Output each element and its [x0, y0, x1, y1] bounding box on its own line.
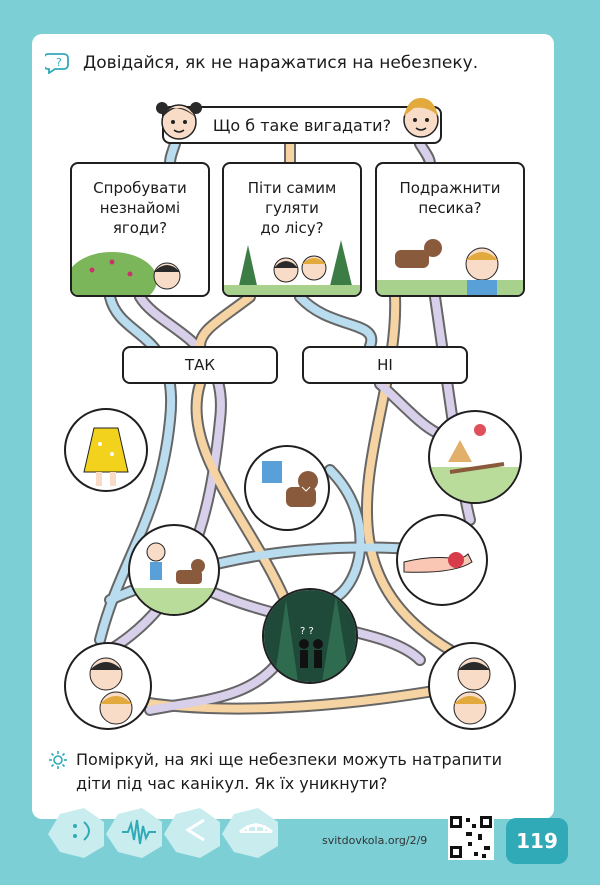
footer-url-link[interactable]: svitdovkola.org/2/9 [322, 834, 428, 847]
option-text: Подражнити песика? [399, 179, 501, 217]
circle-dark-forest: ? ? [262, 588, 358, 684]
task-row: Поміркуй, на які ще небезпеки можуть нат… [48, 748, 536, 796]
page-number: 119 [506, 818, 568, 864]
circle-kids-sad [428, 642, 516, 730]
circle-girl-yellow-dress [64, 408, 148, 492]
answer-no-box: НІ [302, 346, 468, 384]
sun-icon [49, 751, 67, 769]
page-title: Довідайся, як не наражатися на небезпеку… [83, 53, 479, 73]
girl-face-icon [156, 102, 202, 140]
girl-dress-icon [83, 427, 129, 486]
less-than-icon [185, 818, 205, 842]
option-card-berries: Спробувати незнайомі ягоди? [70, 162, 210, 297]
dark-forest-icon: ? ? [264, 590, 356, 682]
berry-bush-icon [72, 252, 181, 295]
circle-hand-berry [396, 514, 488, 606]
svg-text:?: ? [56, 56, 62, 69]
soundwave-icon [122, 819, 156, 845]
circle-boy-dog [128, 524, 220, 616]
option-card-forest: Піти самим гуляти до лісу? [222, 162, 362, 297]
boy-walking-dog-icon [130, 542, 218, 614]
boy-face-icon [403, 98, 439, 138]
circle-kids-happy [64, 642, 152, 730]
kids-sad-faces-icon [453, 657, 491, 725]
title-row: ? Довідайся, як не наражатися на небезпе… [45, 52, 478, 74]
bridge-icon [239, 823, 273, 834]
answer-yes-box: ТАК [122, 346, 278, 384]
forest-kids-icon [224, 240, 360, 295]
face-icon [73, 821, 90, 841]
dog-boy-icon [377, 239, 523, 295]
option-card-dog: Подражнити песика? [375, 162, 525, 297]
qr-code-icon[interactable] [448, 814, 494, 860]
hand-berry-icon [403, 552, 473, 573]
option-text: Піти самим гуляти до лісу? [247, 179, 337, 237]
option-text: Спробувати незнайомі ягоди? [93, 179, 187, 237]
svg-text:? ?: ? ? [300, 626, 314, 637]
footer-hex-strip [0, 808, 600, 858]
kids-faces-icon [89, 657, 133, 725]
angry-dog-icon [262, 461, 318, 507]
speech-question-icon: ? [45, 53, 69, 74]
task-text: Поміркуй, на які ще небезпеки можуть нат… [76, 750, 503, 793]
question-box: Що б таке вигадати? [162, 106, 442, 144]
seesaw-icon [430, 424, 520, 502]
circle-seesaw [428, 410, 522, 504]
circle-angry-dog [244, 445, 330, 531]
